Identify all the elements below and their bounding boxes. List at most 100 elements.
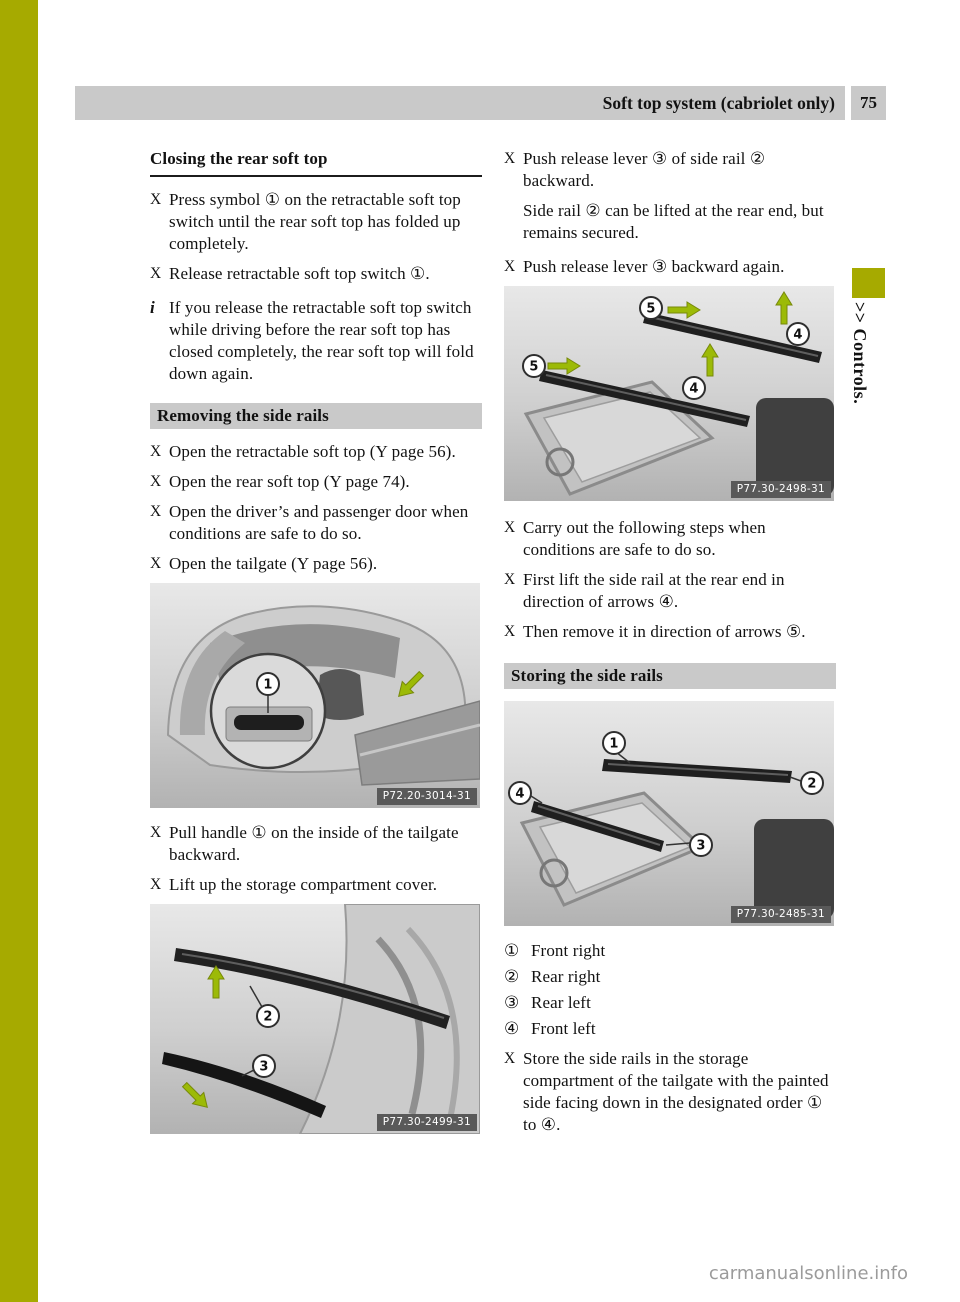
legend-item: ① Front right bbox=[504, 940, 836, 962]
rear-seat bbox=[756, 398, 834, 496]
accent-sidebar bbox=[0, 0, 38, 1302]
figure-storing-side-rails: 1 2 4 3 P77.30-2485-31 bbox=[504, 701, 834, 926]
callout-legend: ① Front right ② Rear right ③ Rear left ④… bbox=[504, 940, 836, 1040]
svg-text:5: 5 bbox=[529, 360, 538, 375]
svg-text:2: 2 bbox=[263, 1010, 272, 1025]
info-note: i If you release the retractable soft to… bbox=[150, 297, 482, 385]
svg-text:3: 3 bbox=[696, 839, 705, 854]
instruction-bullet: X Release retractable soft top switch ①. bbox=[150, 263, 482, 285]
legend-glyph: ③ bbox=[504, 993, 520, 1012]
steering-wheel bbox=[539, 858, 569, 888]
instruction-bullet: X Pull handle ① on the inside of the tai… bbox=[150, 822, 482, 866]
bullet-text: Release retractable soft top switch ①. bbox=[169, 264, 430, 283]
tailgate-ledge bbox=[359, 723, 480, 757]
chapter-tab-marker bbox=[852, 268, 885, 298]
figure-code: P77.30-2498-31 bbox=[730, 481, 831, 498]
bullet-marker: X bbox=[150, 555, 162, 572]
open-tailgate bbox=[354, 700, 480, 786]
side-rail-lower bbox=[539, 370, 750, 427]
legend-label: Front left bbox=[531, 1019, 596, 1038]
bullet-marker: X bbox=[150, 876, 162, 893]
callout-marker-3: 3 bbox=[252, 1054, 276, 1078]
side-rail-lower bbox=[162, 1052, 326, 1118]
legend-glyph: ④ bbox=[504, 1019, 520, 1038]
tailgate-strut bbox=[405, 926, 460, 1120]
bullet-text: Open the rear soft top (Y page 74). bbox=[169, 472, 410, 491]
rail-highlight bbox=[545, 374, 747, 421]
svg-text:1: 1 bbox=[263, 678, 272, 693]
instruction-bullet: X Open the rear soft top (Y page 74). bbox=[150, 471, 482, 493]
figure-code: P77.30-2485-31 bbox=[730, 906, 831, 923]
svg-text:1: 1 bbox=[609, 737, 618, 752]
svg-text:2: 2 bbox=[807, 777, 816, 792]
bullet-text: Carry out the following steps when condi… bbox=[523, 518, 766, 559]
side-rail-upper bbox=[174, 948, 450, 1029]
rail-highlight bbox=[607, 763, 789, 776]
svg-text:3: 3 bbox=[259, 1060, 268, 1075]
figure-removing-side-rails: 5 4 5 4 P77.30-2498-31 bbox=[504, 286, 834, 501]
note-text: If you release the retractable soft top … bbox=[169, 298, 474, 383]
bullet-text: Push release lever ③ backward again. bbox=[523, 257, 785, 276]
left-column: Closing the rear soft top X Press symbol… bbox=[150, 148, 482, 1148]
callout-marker-5: 5 bbox=[522, 354, 546, 378]
tailgate-handle bbox=[234, 715, 304, 730]
figure-tailgate-handle-illustration: 1 bbox=[150, 583, 480, 808]
instruction-bullet: X First lift the side rail at the rear e… bbox=[504, 569, 836, 613]
instruction-bullet: X Open the driver’s and passenger door w… bbox=[150, 501, 482, 545]
figure-code: P72.20-3014-31 bbox=[376, 788, 477, 805]
bullet-marker: X bbox=[504, 1050, 516, 1067]
figure-removing-illustration: 5 4 5 4 bbox=[504, 286, 834, 501]
bullet-marker: X bbox=[504, 623, 516, 640]
header-title: Soft top system (cabriolet only) bbox=[602, 92, 835, 113]
bullet-marker: X bbox=[150, 503, 162, 520]
bullet-marker: X bbox=[150, 473, 162, 490]
instruction-bullet: X Press symbol ① on the retractable soft… bbox=[150, 189, 482, 255]
bullet-text: Lift up the storage compartment cover. bbox=[169, 875, 438, 894]
right-column: X Push release lever ③ of side rail ② ba… bbox=[504, 148, 836, 1144]
rear-seat bbox=[754, 819, 834, 919]
instruction-bullet: X Push release lever ③ backward again. bbox=[504, 256, 836, 278]
bullet-text: Open the driver’s and passenger door whe… bbox=[169, 502, 469, 543]
bullet-marker: X bbox=[150, 824, 162, 841]
page-header: Soft top system (cabriolet only) bbox=[75, 86, 845, 120]
callout-leader bbox=[665, 842, 691, 846]
figure-storing-illustration: 1 2 4 3 bbox=[504, 701, 834, 926]
svg-text:4: 4 bbox=[689, 382, 698, 397]
legend-label: Rear right bbox=[531, 967, 601, 986]
bullet-marker: X bbox=[504, 150, 516, 167]
callout-marker-3: 3 bbox=[689, 833, 713, 857]
callout-leader bbox=[530, 795, 543, 804]
bullet-marker: X bbox=[150, 443, 162, 460]
figure-tailgate-handle: 1 P72.20-3014-31 bbox=[150, 583, 480, 808]
steering-wheel bbox=[545, 447, 575, 477]
legend-item: ④ Front left bbox=[504, 1018, 836, 1040]
figure-storage-illustration: 2 3 bbox=[150, 904, 480, 1134]
chapter-tab-label: >> Controls. bbox=[850, 302, 870, 405]
bullet-text: Open the tailgate (Y page 56). bbox=[169, 554, 378, 573]
instruction-bullet: X Store the side rails in the storage co… bbox=[504, 1048, 836, 1136]
instruction-bullet: X Open the retractable soft top (Y page … bbox=[150, 441, 482, 463]
callout-marker-4: 4 bbox=[786, 322, 810, 346]
callout-marker-4: 4 bbox=[682, 376, 706, 400]
legend-glyph: ② bbox=[504, 967, 520, 986]
svg-text:4: 4 bbox=[793, 328, 802, 343]
instruction-bullet: X Carry out the following steps when con… bbox=[504, 517, 836, 561]
svg-text:4: 4 bbox=[515, 787, 524, 802]
subsection-header-storing: Storing the side rails bbox=[504, 663, 836, 689]
callout-marker-1: 1 bbox=[602, 731, 626, 755]
bullet-marker: X bbox=[150, 191, 162, 208]
bullet-marker: X bbox=[504, 519, 516, 536]
callout-marker-1: 1 bbox=[256, 672, 280, 696]
page-number: 75 bbox=[851, 86, 886, 120]
legend-glyph: ① bbox=[504, 941, 520, 960]
bullet-text: First lift the side rail at the rear end… bbox=[523, 570, 785, 611]
bullet-text: Then remove it in direction of arrows ⑤. bbox=[523, 622, 806, 641]
instruction-bullet: X Lift up the storage compartment cover. bbox=[150, 874, 482, 896]
callout-marker-5: 5 bbox=[639, 296, 663, 320]
legend-label: Rear left bbox=[531, 993, 591, 1012]
callout-marker-2: 2 bbox=[800, 771, 824, 795]
subsection-header-removing: Removing the side rails bbox=[150, 403, 482, 429]
legend-item: ② Rear right bbox=[504, 966, 836, 988]
instruction-bullet: X Open the tailgate (Y page 56). bbox=[150, 553, 482, 575]
